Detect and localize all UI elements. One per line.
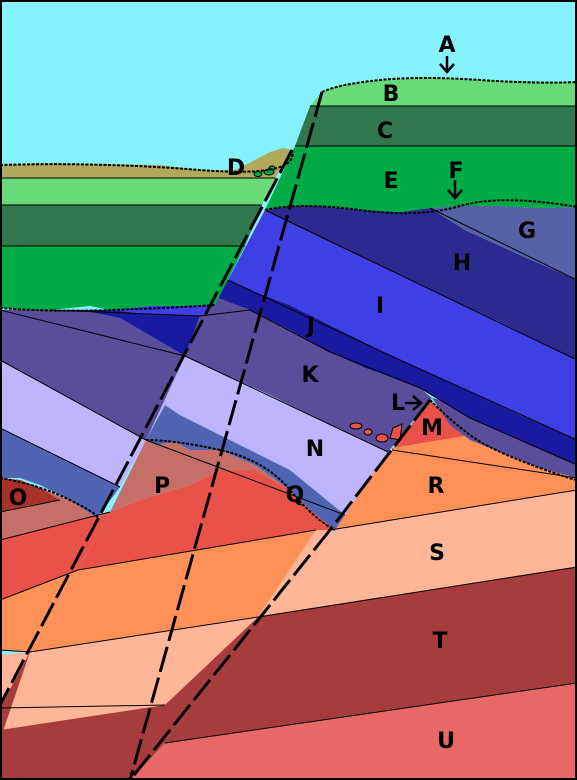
- pebble: [363, 428, 373, 436]
- label-r: R: [428, 474, 445, 499]
- layer-s-mid: [0, 617, 258, 730]
- arrow-l: [405, 395, 423, 411]
- layer-j-left: [50, 310, 200, 356]
- layer-t-left: [0, 652, 30, 740]
- arrows: [405, 56, 463, 411]
- label-a: A: [438, 33, 455, 58]
- label-h: H: [453, 251, 471, 276]
- layer-m: [392, 400, 470, 450]
- label-f: F: [448, 159, 463, 184]
- layer-u: [130, 683, 577, 780]
- layer-r: [316, 410, 577, 530]
- arrow-f: [447, 180, 463, 200]
- layer-c-left: [0, 205, 262, 246]
- layer-q: [97, 405, 345, 530]
- layer-h: [265, 206, 577, 360]
- layer-t-mid2: [0, 740, 130, 780]
- label-q: Q: [286, 483, 305, 508]
- label-n: N: [306, 437, 324, 462]
- layer-t: [165, 567, 577, 743]
- pebble: [375, 433, 389, 443]
- label-m: M: [421, 416, 443, 441]
- layer-k-lower: [432, 398, 577, 478]
- layer-i-left: [110, 305, 215, 316]
- layer-s: [258, 490, 577, 617]
- label-g: G: [518, 219, 536, 244]
- layer-r-mid: [30, 530, 316, 652]
- layer-j: [200, 280, 577, 465]
- label-d: D: [227, 156, 245, 181]
- layer-boundaries: [0, 105, 577, 744]
- layer-n: [146, 356, 388, 515]
- label-c: C: [377, 119, 393, 144]
- layer-b-right: [310, 77, 577, 106]
- label-b: B: [383, 82, 400, 107]
- arrow-a: [439, 56, 455, 74]
- layer-e-left: [0, 246, 245, 310]
- pebble: [349, 422, 363, 430]
- label-p: P: [154, 474, 170, 499]
- layer-c-right: [295, 106, 577, 146]
- layer-m-left: [0, 512, 110, 600]
- layer-k: [185, 298, 432, 452]
- label-k: K: [301, 363, 319, 388]
- layer-r-left: [0, 570, 78, 652]
- layer-q-left: [0, 428, 120, 518]
- label-u: U: [437, 729, 455, 754]
- faults: [0, 91, 432, 780]
- label-s: S: [429, 541, 445, 566]
- layer-o: [0, 478, 60, 512]
- label-o: O: [9, 486, 28, 511]
- label-i: I: [376, 294, 384, 319]
- label-e: E: [383, 169, 398, 194]
- layer-m-mid: [78, 470, 335, 570]
- layer-n-left: [0, 360, 146, 487]
- layer-k-left: [0, 310, 185, 440]
- layer-p-mid: [110, 440, 305, 512]
- label-j: J: [305, 314, 315, 339]
- label-l: L: [391, 391, 405, 416]
- layer-e-right: [265, 146, 577, 212]
- label-t: T: [432, 629, 447, 654]
- layer-i: [228, 210, 577, 440]
- layer-b-left: [0, 178, 275, 205]
- layer-s-left: [0, 652, 30, 708]
